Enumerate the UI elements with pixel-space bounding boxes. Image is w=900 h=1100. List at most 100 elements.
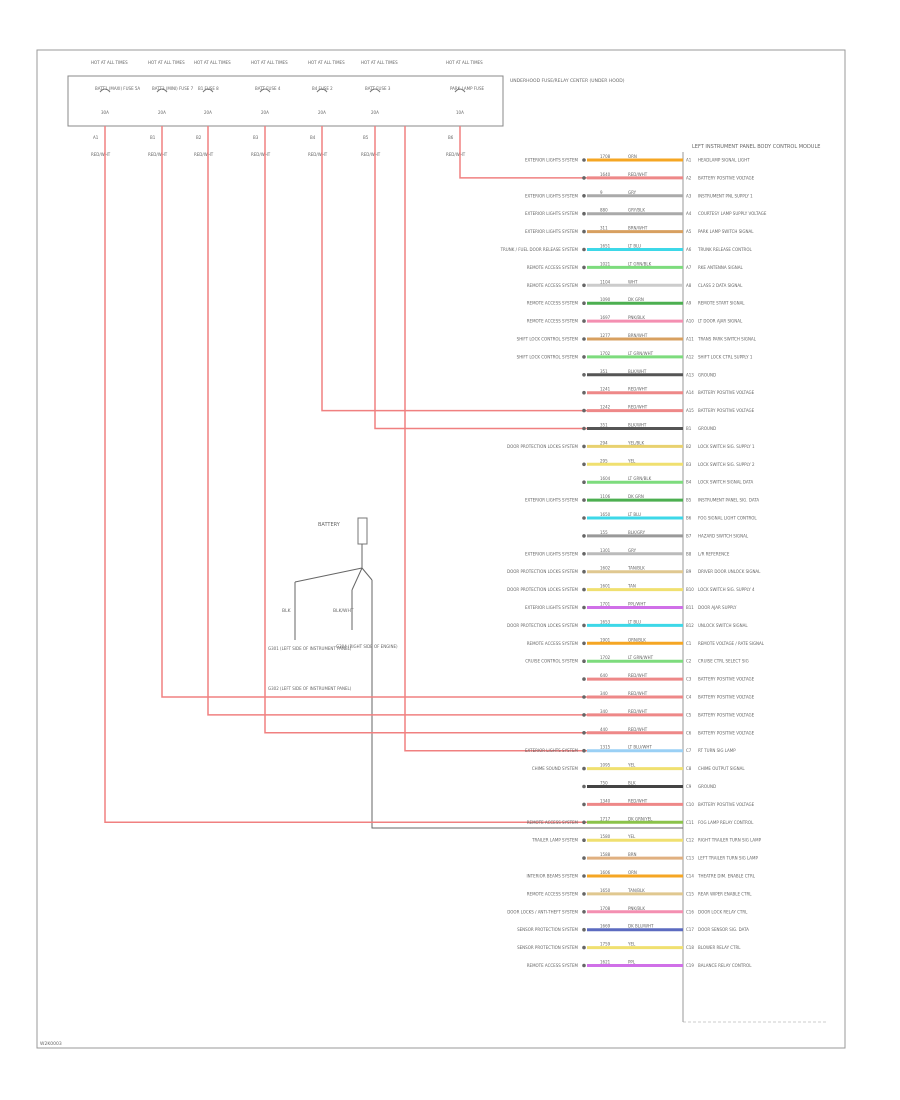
page-id: W2K0003 bbox=[40, 1041, 62, 1047]
pin-function: LOCK SWITCH SIG. SUPPLY 2 bbox=[698, 462, 755, 467]
pin-connector-dot bbox=[582, 337, 586, 341]
pin-number: A15 bbox=[686, 408, 694, 413]
pin-circuit-code: 351 bbox=[600, 369, 608, 374]
pin-number: B8 bbox=[686, 551, 692, 556]
battery-ground-run bbox=[371, 580, 683, 829]
pin-number: C1 bbox=[686, 641, 692, 646]
pin-circuit-code: 1669 bbox=[600, 924, 611, 929]
pin-connector-dot bbox=[582, 713, 586, 717]
pin-connector-dot bbox=[582, 390, 586, 395]
pin-wire-color: GRY bbox=[628, 548, 637, 553]
pin-number: C15 bbox=[686, 891, 694, 896]
pin-wire-color: BLK bbox=[628, 781, 636, 786]
pin-wire-color: DK GRN/YEL bbox=[628, 816, 653, 821]
pin-function: SHIFT LOCK CTRL SUPPLY 1 bbox=[698, 354, 753, 359]
pin-circuit-code: 1640 bbox=[600, 172, 611, 177]
pin-wire-color: PNK/BLK bbox=[628, 315, 645, 320]
pin-source-label: TRUNK / FUEL DOOR RELEASE SYSTEM bbox=[500, 247, 579, 252]
fuse-pin: B3 bbox=[253, 135, 259, 140]
pin-source-label: EXTERIOR LIGHTS SYSTEM bbox=[525, 193, 579, 198]
fuse-name: BATT3 (MINI) FUSE 7 bbox=[152, 86, 194, 91]
fuse-pin: B4 bbox=[310, 135, 316, 140]
fuse-hot-label: HOT AT ALL TIMES bbox=[308, 60, 345, 65]
pin-function: PARK LAMP SWITCH SIGNAL bbox=[698, 229, 754, 234]
pin-number: A14 bbox=[686, 390, 694, 395]
pin-number: A6 bbox=[686, 247, 692, 252]
pin-connector-dot bbox=[582, 319, 586, 323]
pin-circuit-code: 1588 bbox=[600, 852, 611, 857]
pin-connector-dot bbox=[582, 766, 586, 771]
pin-function: BATTERY POSITIVE VOLTAGE bbox=[698, 390, 755, 395]
pin-connector-dot bbox=[582, 802, 586, 807]
fuse-amp: 20A bbox=[261, 110, 269, 115]
pin-number: C5 bbox=[686, 712, 692, 717]
pin-connector-dot bbox=[582, 480, 586, 485]
pin-function: RIGHT TRAILER TURN SIG LAMP bbox=[698, 838, 762, 843]
fuse-pin: A1 bbox=[93, 135, 99, 140]
pin-connector-dot bbox=[582, 605, 586, 610]
fuse-amp: 20A bbox=[158, 110, 166, 115]
pin-wire-color: TAN bbox=[627, 584, 636, 589]
pin-source-label: SENSOR PROTECTION SYSTEM bbox=[517, 945, 578, 950]
pin-connector-dot bbox=[582, 194, 586, 198]
pin-circuit-code: 1708 bbox=[600, 906, 611, 911]
fuse-wire: RED/WHT bbox=[361, 152, 381, 157]
pin-function: INSTRUMENT PNL SUPPLY 1 bbox=[698, 193, 753, 198]
pin-wire-color: TAN/BLK bbox=[627, 888, 645, 893]
pin-connector-dot bbox=[582, 408, 586, 413]
pin-wire-color: BRN/WHT bbox=[628, 333, 648, 338]
pin-circuit-code: 1242 bbox=[600, 405, 611, 410]
fuse-hot-label: HOT AT ALL TIMES bbox=[194, 60, 231, 65]
pin-connector-dot bbox=[582, 176, 586, 180]
pin-source-label: DOOR LOCKS / ANTI-THEFT SYSTEM bbox=[507, 909, 578, 914]
pin-number: C12 bbox=[686, 838, 694, 843]
pin-connector-dot bbox=[582, 247, 586, 252]
pin-number: A8 bbox=[686, 283, 692, 288]
pin-number: B5 bbox=[686, 498, 692, 503]
fuse-icon bbox=[156, 88, 168, 93]
pin-number: A7 bbox=[686, 265, 692, 270]
pin-function: TRANS PARK SWITCH SIGNAL bbox=[697, 337, 757, 342]
pin-wire-color: GRY/BLK bbox=[628, 208, 645, 213]
pin-connector-dot bbox=[582, 426, 586, 431]
pin-circuit-code: 1601 bbox=[600, 584, 611, 589]
pin-circuit-code: 1580 bbox=[600, 834, 611, 839]
pin-function: DOOR SENSOR SIG. DATA bbox=[698, 927, 749, 932]
pin-function: DOOR LOCK RELAY CTRL bbox=[698, 909, 748, 914]
pin-function: CRUISE CTRL SELECT SIG bbox=[698, 659, 749, 664]
pin-circuit-code: 1021 bbox=[600, 261, 611, 266]
pin-function: GROUND bbox=[698, 372, 716, 377]
pin-number: C2 bbox=[686, 659, 692, 664]
pin-connector-dot bbox=[582, 301, 586, 306]
pin-wire-color: RED/WHT bbox=[628, 798, 648, 803]
pin-wire-color: PPL/WHT bbox=[628, 602, 646, 607]
fuse-name: PARK LAMP FUSE bbox=[450, 86, 485, 91]
pin-number: C8 bbox=[686, 766, 692, 771]
pin-wire-color: RED/WHT bbox=[628, 709, 648, 714]
fuse-center-box bbox=[67, 75, 504, 127]
pin-connector-dot bbox=[582, 534, 586, 538]
pin-number: C19 bbox=[686, 963, 694, 968]
pin-number: B10 bbox=[686, 587, 694, 592]
pin-connector-dot bbox=[582, 587, 586, 592]
pin-number: A1 bbox=[686, 158, 692, 163]
pin-wire-color: YEL bbox=[627, 763, 636, 768]
pin-circuit-code: 1104 bbox=[600, 279, 611, 284]
pin-number: C7 bbox=[686, 748, 692, 753]
pin-wire-color: RED/WHT bbox=[628, 405, 648, 410]
pin-number: B7 bbox=[686, 533, 692, 538]
pin-circuit-code: 1651 bbox=[600, 244, 611, 249]
pin-function: GROUND bbox=[698, 426, 716, 431]
pin-function: BALANCE RELAY CONTROL bbox=[698, 963, 752, 968]
